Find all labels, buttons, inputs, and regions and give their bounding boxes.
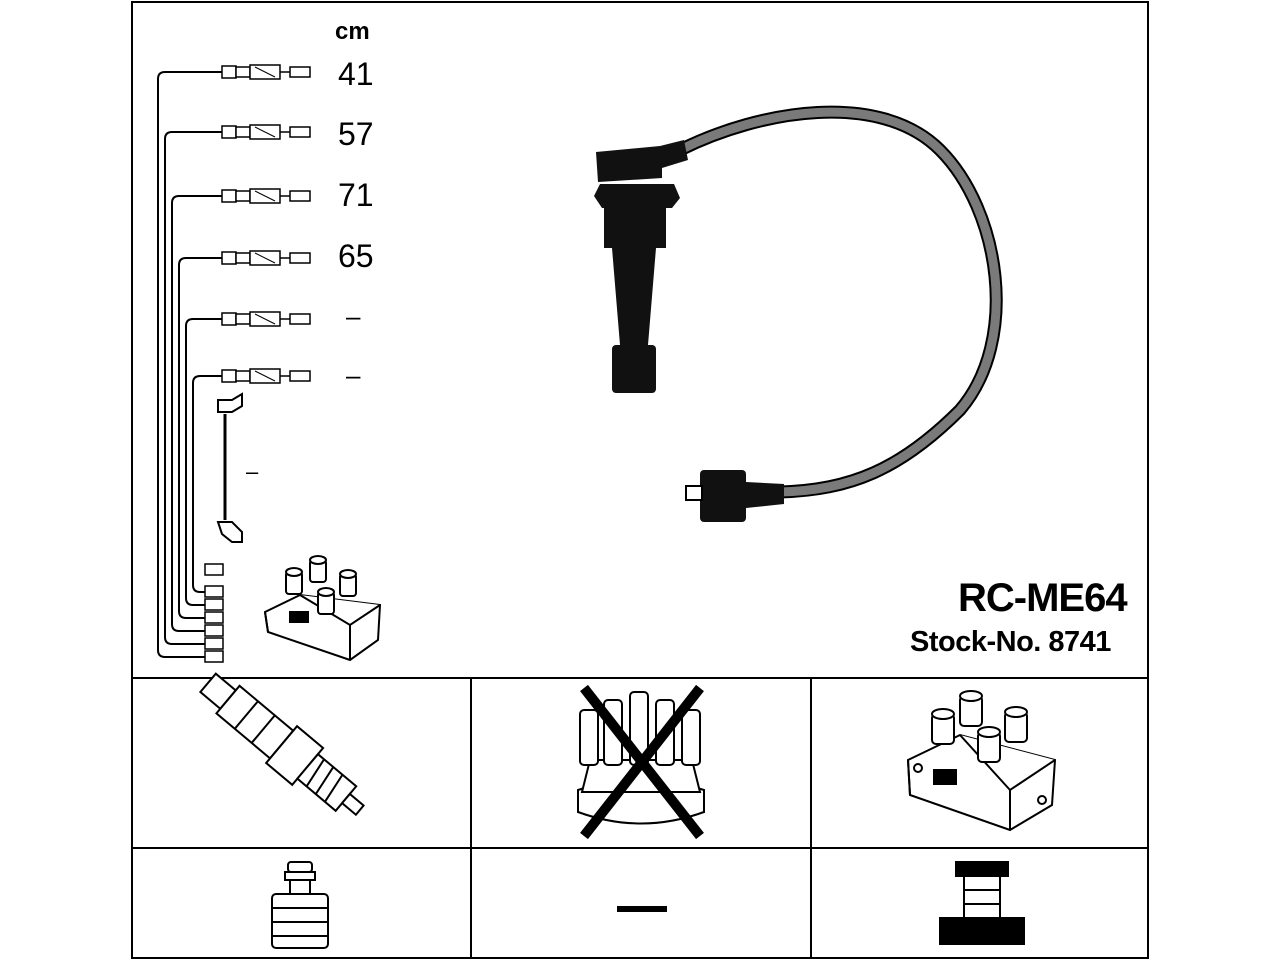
- cable-set-schematic: [157, 71, 222, 658]
- distributor-cap-crossed-icon: [577, 684, 705, 840]
- cable-length-2: 57: [338, 116, 374, 152]
- schematic-coil-pack: [263, 555, 382, 662]
- model-number: RC-ME64: [958, 576, 1128, 620]
- cable-end-terminals: [204, 563, 224, 663]
- cable-length-6: –: [346, 360, 361, 390]
- threaded-terminal-icon: [271, 861, 329, 949]
- ignition-cable-illustration: [594, 105, 1003, 522]
- coil-lead: [216, 392, 243, 543]
- unit-label: cm: [335, 18, 370, 45]
- cable-length-5: –: [346, 301, 361, 331]
- spark-plug-icon: [198, 672, 366, 817]
- cable-length-4: 65: [338, 238, 374, 274]
- coil-lead-length: –: [246, 459, 259, 484]
- cable-length-1: 41: [338, 56, 374, 92]
- socket-terminal-icon: [939, 861, 1025, 945]
- distributor-end-terminal-na: [617, 906, 667, 912]
- ignition-coil-icon: [906, 690, 1057, 832]
- cable-length-3: 71: [338, 177, 374, 213]
- cable-connectors: [221, 64, 311, 384]
- stock-number: Stock-No. 8741: [910, 626, 1111, 658]
- frame-grid: [131, 1, 1149, 959]
